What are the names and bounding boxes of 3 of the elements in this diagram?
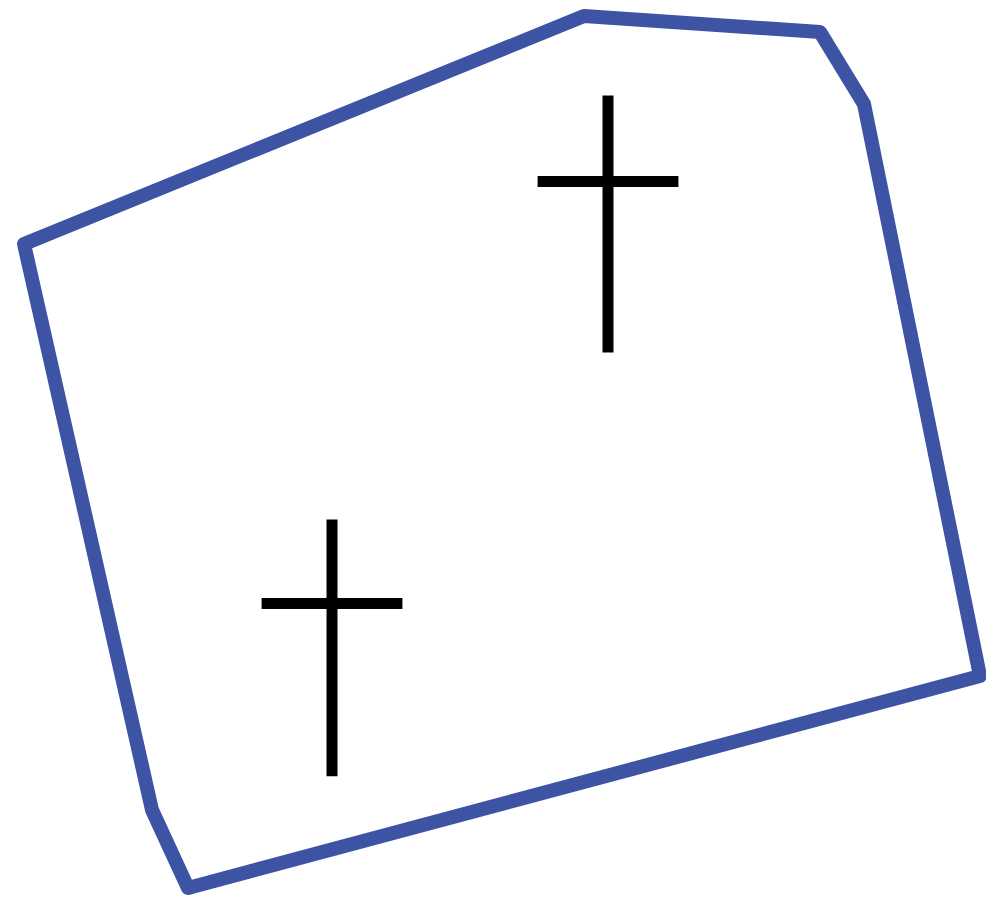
polygon-outline: [17, 9, 986, 895]
cross-symbol: [261, 519, 403, 777]
cross-symbol: [537, 95, 679, 353]
